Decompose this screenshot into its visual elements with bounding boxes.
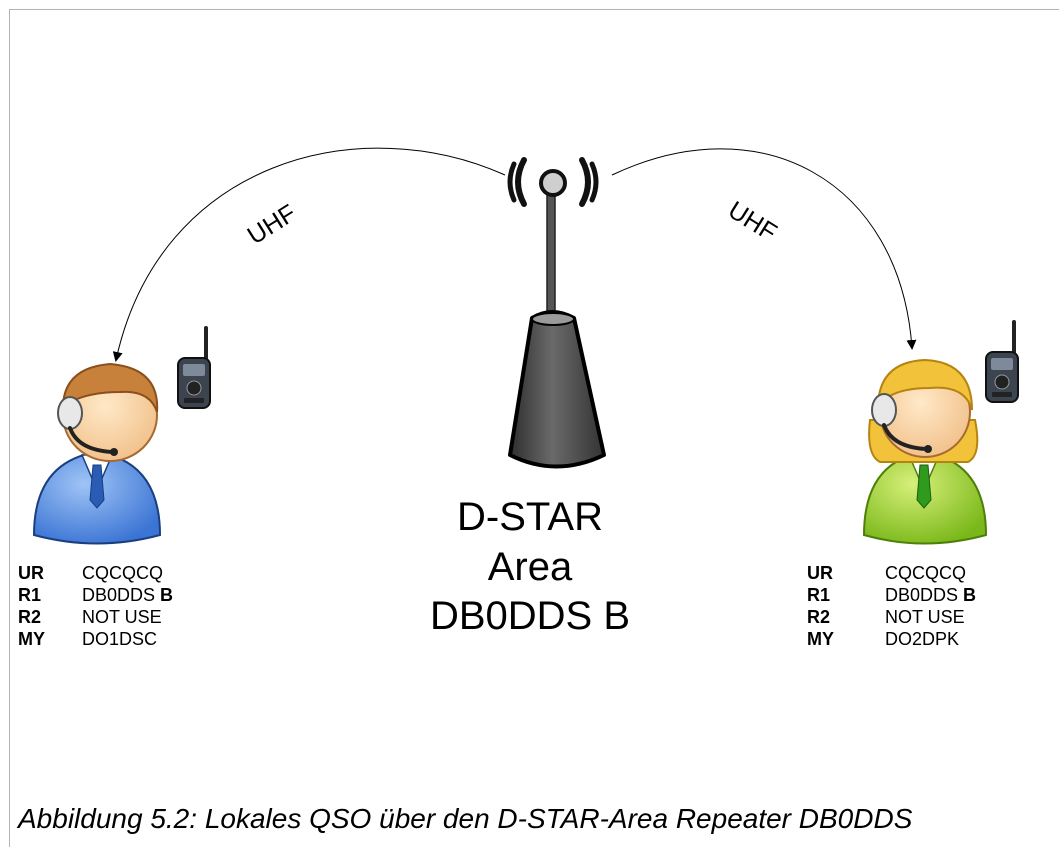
settings-key: UR	[807, 563, 833, 583]
settings-key: UR	[18, 563, 44, 583]
settings-row-r2: R2 NOT USE	[807, 606, 976, 628]
repeater-label-line2: Area	[487, 545, 573, 589]
settings-row-my: MY DO1DSC	[18, 628, 173, 650]
settings-value: CQCQCQ	[885, 563, 966, 583]
left-uhf-arc	[112, 147, 506, 362]
settings-value: NOT USE	[885, 607, 965, 627]
left-station-settings: UR CQCQCQ R1 DB0DDS B R2 NOT USE MY DO1D…	[18, 562, 173, 650]
figure-caption: Abbildung 5.2: Lokales QSO über den D-ST…	[18, 803, 913, 834]
settings-value: DO1DSC	[82, 629, 158, 649]
settings-key: R2	[807, 607, 831, 627]
repeater-label-line1: D-STAR	[457, 495, 603, 539]
right-radio-icon	[985, 320, 1019, 403]
settings-key: R1	[807, 585, 831, 605]
settings-row-r1: R1 DB0DDS B	[807, 584, 976, 606]
right-uhf-arc	[611, 148, 917, 350]
settings-row-my: MY DO2DPK	[807, 628, 976, 650]
settings-value: NOT USE	[82, 607, 162, 627]
settings-key: R2	[18, 607, 42, 627]
left-operator-avatar	[32, 362, 162, 545]
settings-value: DO2DPK	[885, 629, 960, 649]
settings-key: MY	[18, 629, 45, 649]
right-station-settings: UR CQCQCQ R1 DB0DDS B R2 NOT USE MY DO2D…	[807, 562, 976, 650]
settings-value: DB0DDS B	[885, 585, 977, 605]
settings-value: DB0DDS B	[82, 585, 174, 605]
repeater-label-line3: DB0DDS B	[429, 594, 631, 638]
settings-row-ur: UR CQCQCQ	[807, 562, 976, 584]
settings-value: CQCQCQ	[82, 563, 163, 583]
settings-row-r1: R1 DB0DDS B	[18, 584, 173, 606]
settings-row-ur: UR CQCQCQ	[18, 562, 173, 584]
settings-row-r2: R2 NOT USE	[18, 606, 173, 628]
right-operator-avatar	[862, 358, 988, 545]
repeater-tower-icon	[507, 157, 606, 469]
settings-key: MY	[807, 629, 834, 649]
left-radio-icon	[177, 326, 211, 409]
diagram-frame	[9, 9, 1059, 847]
settings-key: R1	[18, 585, 42, 605]
